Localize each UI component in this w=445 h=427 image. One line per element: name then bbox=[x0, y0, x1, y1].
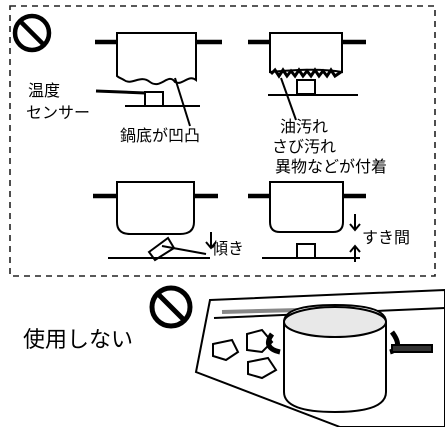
pot-on-stove bbox=[265, 303, 400, 414]
dirt-label-line1: 油汚れ bbox=[280, 117, 329, 136]
prohibition-icon bbox=[12, 13, 52, 53]
dirt-label-line3: 異物などが付着 bbox=[275, 157, 388, 176]
tilt-label: 傾き bbox=[212, 239, 245, 258]
pot-gap bbox=[248, 181, 366, 262]
dirt-label-line2: さび汚れ bbox=[272, 137, 337, 156]
pot-warped-bottom bbox=[95, 32, 222, 127]
sensor-label-line1: 温度 bbox=[28, 81, 61, 100]
sensor-label-line2: センサー bbox=[26, 103, 91, 122]
pot-dirty-bottom bbox=[248, 32, 366, 121]
gap-label: すき間 bbox=[362, 228, 411, 247]
do-not-use-label: 使用しない bbox=[23, 328, 134, 353]
prohibition-icon-large bbox=[149, 285, 193, 329]
dashed-frame bbox=[9, 5, 436, 277]
stove-illustration bbox=[194, 288, 445, 427]
pot-tilted bbox=[93, 181, 218, 262]
burner-grate bbox=[212, 328, 278, 380]
warped-bottom-label: 鍋底が凹凸 bbox=[120, 126, 201, 145]
